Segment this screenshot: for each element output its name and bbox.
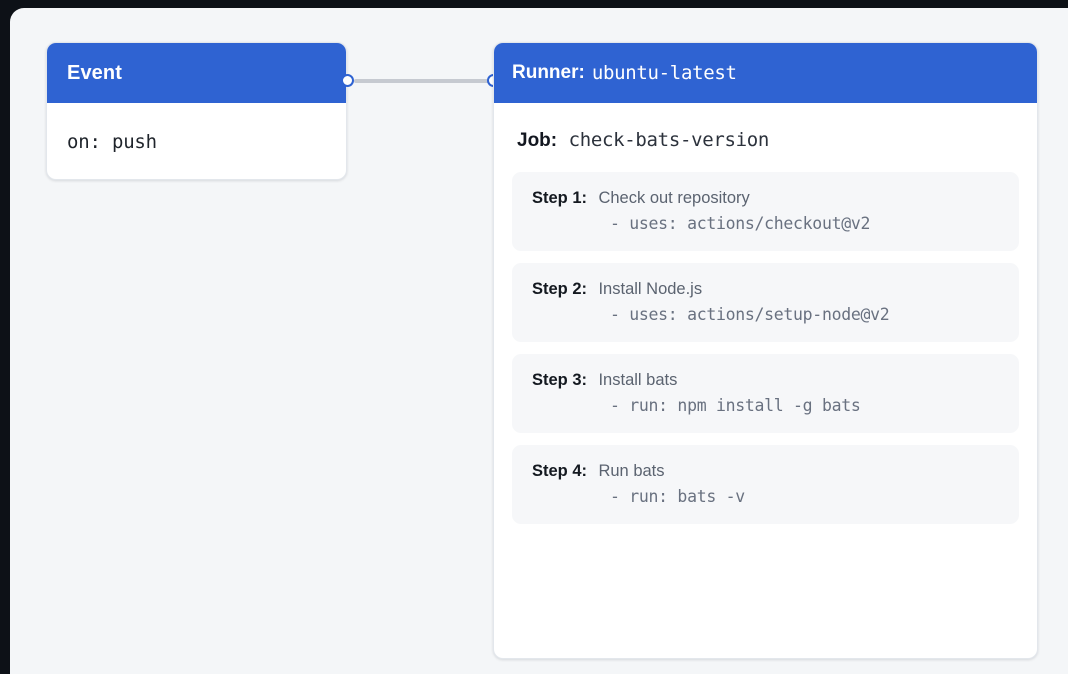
runner-node-body: Job: check-bats-version Step 1: Check ou…: [494, 103, 1037, 544]
step-label: Step 4:: [532, 462, 588, 480]
step-command: - run: bats -v: [610, 487, 745, 506]
step-label: Step 3:: [532, 371, 588, 389]
step-item[interactable]: Step 4: Run bats - run: bats -v: [512, 445, 1019, 524]
step-list: Step 1: Check out repository - uses: act…: [512, 172, 1019, 524]
step-label: Step 1:: [532, 189, 588, 207]
connector-line: [354, 79, 496, 83]
event-node[interactable]: Event on: push: [46, 42, 347, 180]
runner-node[interactable]: Runner: ubuntu-latest Job: check-bats-ve…: [493, 42, 1038, 659]
step-command: - run: npm install -g bats: [610, 396, 861, 415]
event-trigger-text: on: push: [67, 130, 157, 153]
step-name: Run bats: [598, 462, 665, 480]
step-item[interactable]: Step 1: Check out repository - uses: act…: [512, 172, 1019, 251]
step-heading: Step 4: Run bats: [532, 462, 999, 481]
step-command: - uses: actions/checkout@v2: [610, 214, 871, 233]
step-name: Install Node.js: [598, 280, 703, 298]
runner-value: ubuntu-latest: [591, 62, 737, 84]
job-line: Job: check-bats-version: [512, 103, 1019, 172]
step-heading: Step 3: Install bats: [532, 371, 999, 390]
event-node-body: on: push: [47, 103, 346, 180]
source-handle-icon[interactable]: [341, 74, 354, 87]
job-value: check-bats-version: [568, 129, 770, 151]
runner-node-header[interactable]: Runner: ubuntu-latest: [494, 43, 1037, 103]
job-label: Job:: [517, 130, 558, 151]
step-name: Check out repository: [598, 189, 750, 207]
workflow-canvas[interactable]: Event on: push Runner: ubuntu-latest Job…: [10, 8, 1068, 674]
step-heading: Step 1: Check out repository: [532, 189, 999, 208]
step-item[interactable]: Step 2: Install Node.js - uses: actions/…: [512, 263, 1019, 342]
step-name: Install bats: [598, 371, 678, 389]
step-command: - uses: actions/setup-node@v2: [610, 305, 890, 324]
runner-label: Runner:: [512, 62, 585, 83]
step-label: Step 2:: [532, 280, 588, 298]
step-item[interactable]: Step 3: Install bats - run: npm install …: [512, 354, 1019, 433]
step-heading: Step 2: Install Node.js: [532, 280, 999, 299]
event-node-title: Event: [67, 61, 122, 84]
event-node-header[interactable]: Event: [47, 43, 346, 103]
